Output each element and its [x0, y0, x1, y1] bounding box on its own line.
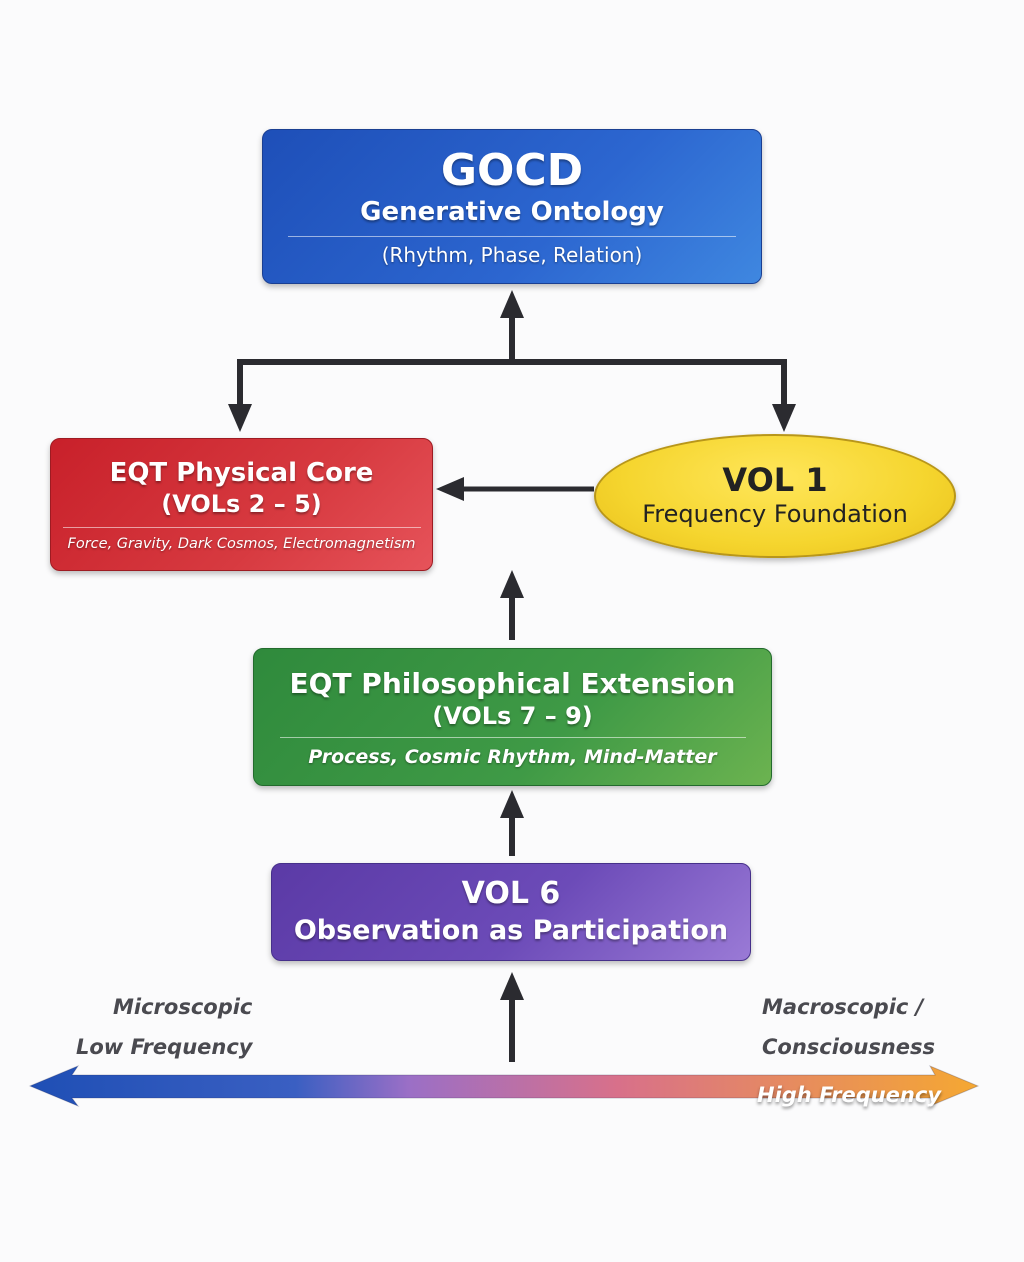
edge-branch — [237, 359, 787, 412]
spectrum-label-high-frequency: High Frequency — [757, 1083, 942, 1107]
spectrum-label-macroscopic: Macroscopic / — [762, 995, 924, 1019]
gocd-subtitle: Generative Ontology — [360, 197, 664, 227]
node-gocd: GOCD Generative Ontology (Rhythm, Phase,… — [262, 129, 762, 284]
vol1-subtitle: Frequency Foundation — [642, 500, 908, 528]
arrowhead-up-vol6 — [500, 972, 524, 1000]
physical-core-subtitle: (VOLs 2 – 5) — [161, 490, 322, 518]
spectrum-arrow — [28, 1064, 980, 1108]
physical-core-divider — [62, 527, 421, 528]
gocd-detail: (Rhythm, Phase, Relation) — [381, 243, 643, 267]
philosophical-extension-detail: Process, Cosmic Rhythm, Mind-Matter — [308, 745, 717, 768]
vol6-subtitle: Observation as Participation — [293, 915, 729, 946]
spectrum-label-low-frequency: Low Frequency — [76, 1035, 253, 1059]
philosophical-extension-title: EQT Philosophical Extension — [289, 666, 736, 700]
arrowhead-up-gocd — [500, 290, 524, 318]
arrowhead-down-physical — [228, 404, 252, 432]
vol6-title: VOL 6 — [461, 876, 561, 911]
arrowhead-up-phil — [500, 790, 524, 818]
arrowhead-up-physical — [500, 570, 524, 598]
node-philosophical-extension: EQT Philosophical Extension (VOLs 7 – 9)… — [253, 648, 772, 786]
gocd-divider — [288, 236, 736, 237]
spectrum-label-microscopic: Microscopic — [113, 995, 253, 1019]
node-physical-core: EQT Physical Core (VOLs 2 – 5) Force, Gr… — [50, 438, 433, 571]
physical-core-title: EQT Physical Core — [109, 458, 374, 488]
gocd-title: GOCD — [440, 145, 584, 196]
philosophical-extension-subtitle: (VOLs 7 – 9) — [432, 701, 593, 730]
arrowhead-left-physical — [436, 477, 464, 501]
physical-core-detail: Force, Gravity, Dark Cosmos, Electromagn… — [67, 536, 416, 552]
node-vol6: VOL 6 Observation as Participation — [271, 863, 751, 961]
node-vol1: VOL 1 Frequency Foundation — [594, 434, 956, 558]
philosophical-extension-divider — [279, 736, 746, 738]
vol1-title: VOL 1 — [722, 461, 828, 499]
spectrum-label-consciousness: Consciousness — [762, 1035, 936, 1059]
arrowhead-down-vol1 — [772, 404, 796, 432]
